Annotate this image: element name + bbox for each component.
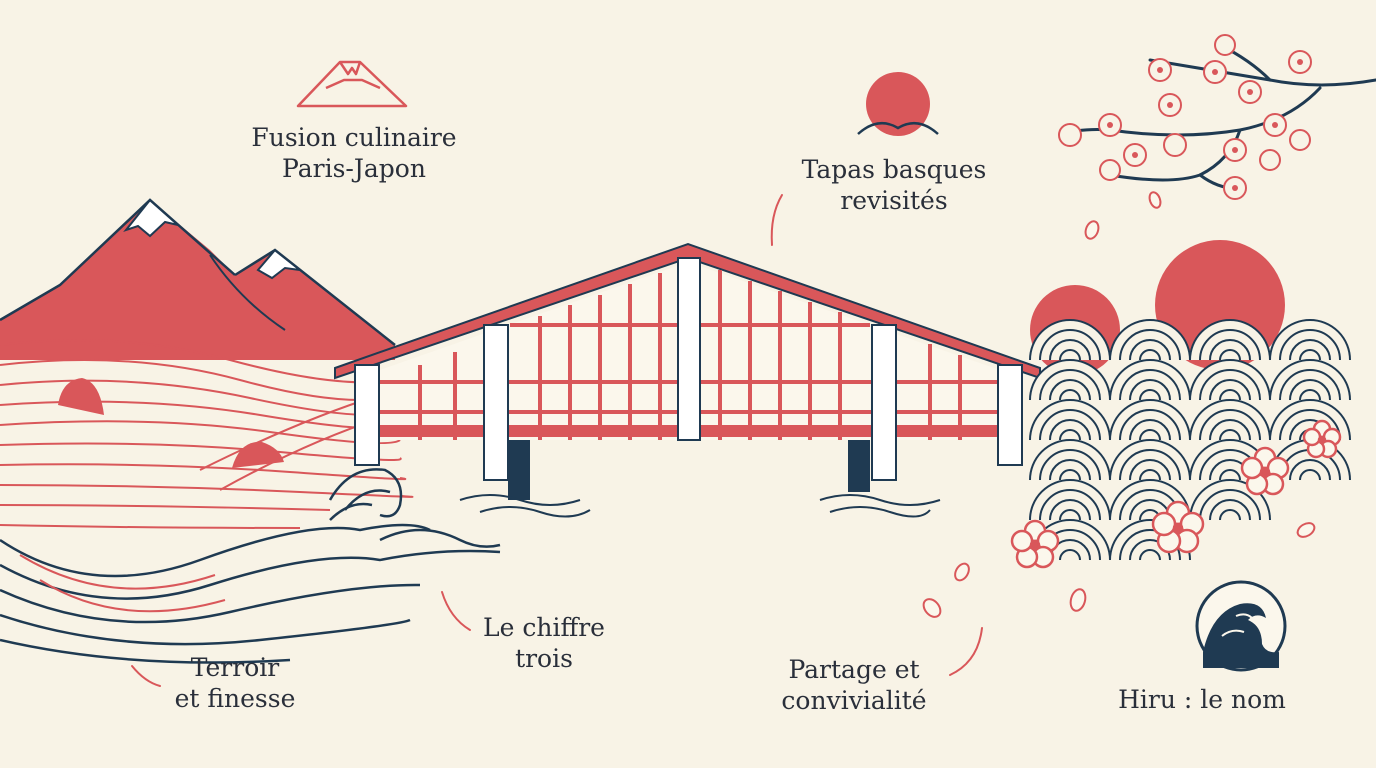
mount-fuji-icon bbox=[296, 60, 408, 108]
label-line: revisités bbox=[840, 186, 948, 215]
bush-shape bbox=[58, 378, 104, 415]
label-line: Tapas basques bbox=[801, 155, 987, 184]
label-line: trois bbox=[515, 644, 573, 673]
ocean-waves bbox=[0, 468, 501, 664]
label-le-chiffre-trois: Le chiffre trois bbox=[464, 612, 624, 674]
accent-strokes bbox=[131, 194, 983, 687]
ocean-waves-red bbox=[19, 554, 226, 613]
label-line: Fusion culinaire bbox=[251, 123, 457, 152]
label-fusion-culinaire: Fusion culinaire Paris-Japon bbox=[226, 122, 482, 184]
label-line: convivialité bbox=[781, 686, 927, 715]
rising-sun-icon bbox=[857, 72, 939, 136]
label-line: Terroir bbox=[190, 653, 280, 682]
bush-shape bbox=[232, 441, 284, 468]
bridge-house bbox=[334, 242, 1041, 518]
cherry-blossom-branch bbox=[1058, 34, 1376, 200]
label-tapas-basques: Tapas basques revisités bbox=[776, 154, 1012, 216]
label-line: Paris-Japon bbox=[282, 154, 426, 183]
label-line: Partage et bbox=[788, 655, 920, 684]
sakura-flowers bbox=[1010, 419, 1342, 569]
label-terroir: Terroir et finesse bbox=[150, 652, 320, 714]
label-line: et finesse bbox=[174, 684, 296, 713]
falling-petals bbox=[922, 191, 1316, 618]
mountains bbox=[0, 198, 396, 360]
label-line: Hiru : le nom bbox=[1118, 685, 1286, 714]
label-line: Le chiffre bbox=[483, 613, 605, 642]
label-partage: Partage et convivialité bbox=[762, 654, 946, 716]
wave-seal-icon bbox=[1195, 580, 1287, 672]
label-hiru: Hiru : le nom bbox=[1106, 684, 1298, 715]
